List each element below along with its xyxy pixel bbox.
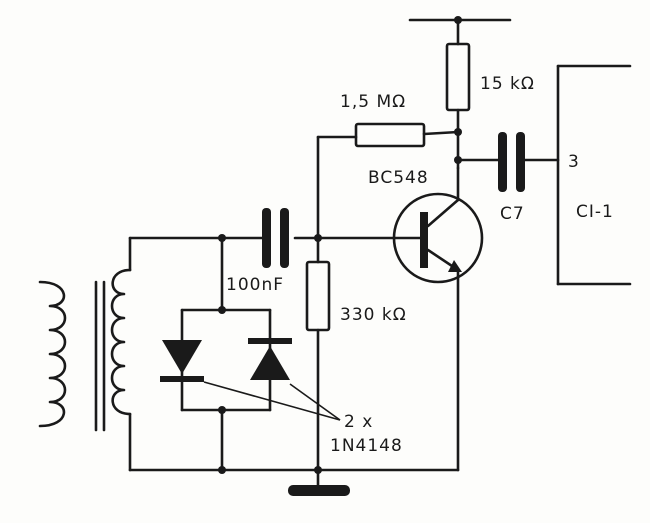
- label-ic: CI-1: [576, 202, 614, 222]
- label-r-bias: 1,5 MΩ: [340, 92, 407, 112]
- label-diode-part: 1N4148: [330, 436, 403, 456]
- ground-rail: [128, 466, 460, 496]
- supply-rail: [408, 16, 512, 46]
- label-c-coupling: 100nF: [226, 275, 285, 295]
- diode-pair: [160, 236, 292, 472]
- ic-block: [556, 64, 632, 286]
- label-transistor: BC548: [368, 168, 429, 188]
- label-pin: 3: [568, 152, 580, 172]
- label-diode-count: 2 x: [344, 412, 374, 432]
- transformer: [38, 236, 132, 472]
- resistor-15k: [445, 42, 471, 170]
- label-c-output: C7: [500, 204, 525, 224]
- resistor-1-5m: [316, 122, 460, 240]
- resistor-330k: [305, 236, 331, 472]
- label-r-base: 330 kΩ: [340, 305, 407, 325]
- base-network: [128, 208, 422, 268]
- diode-pointer-lines: [203, 381, 341, 421]
- label-r-collector: 15 kΩ: [480, 74, 535, 94]
- capacitor-c7: [456, 132, 560, 192]
- transistor-bc548: [392, 166, 484, 472]
